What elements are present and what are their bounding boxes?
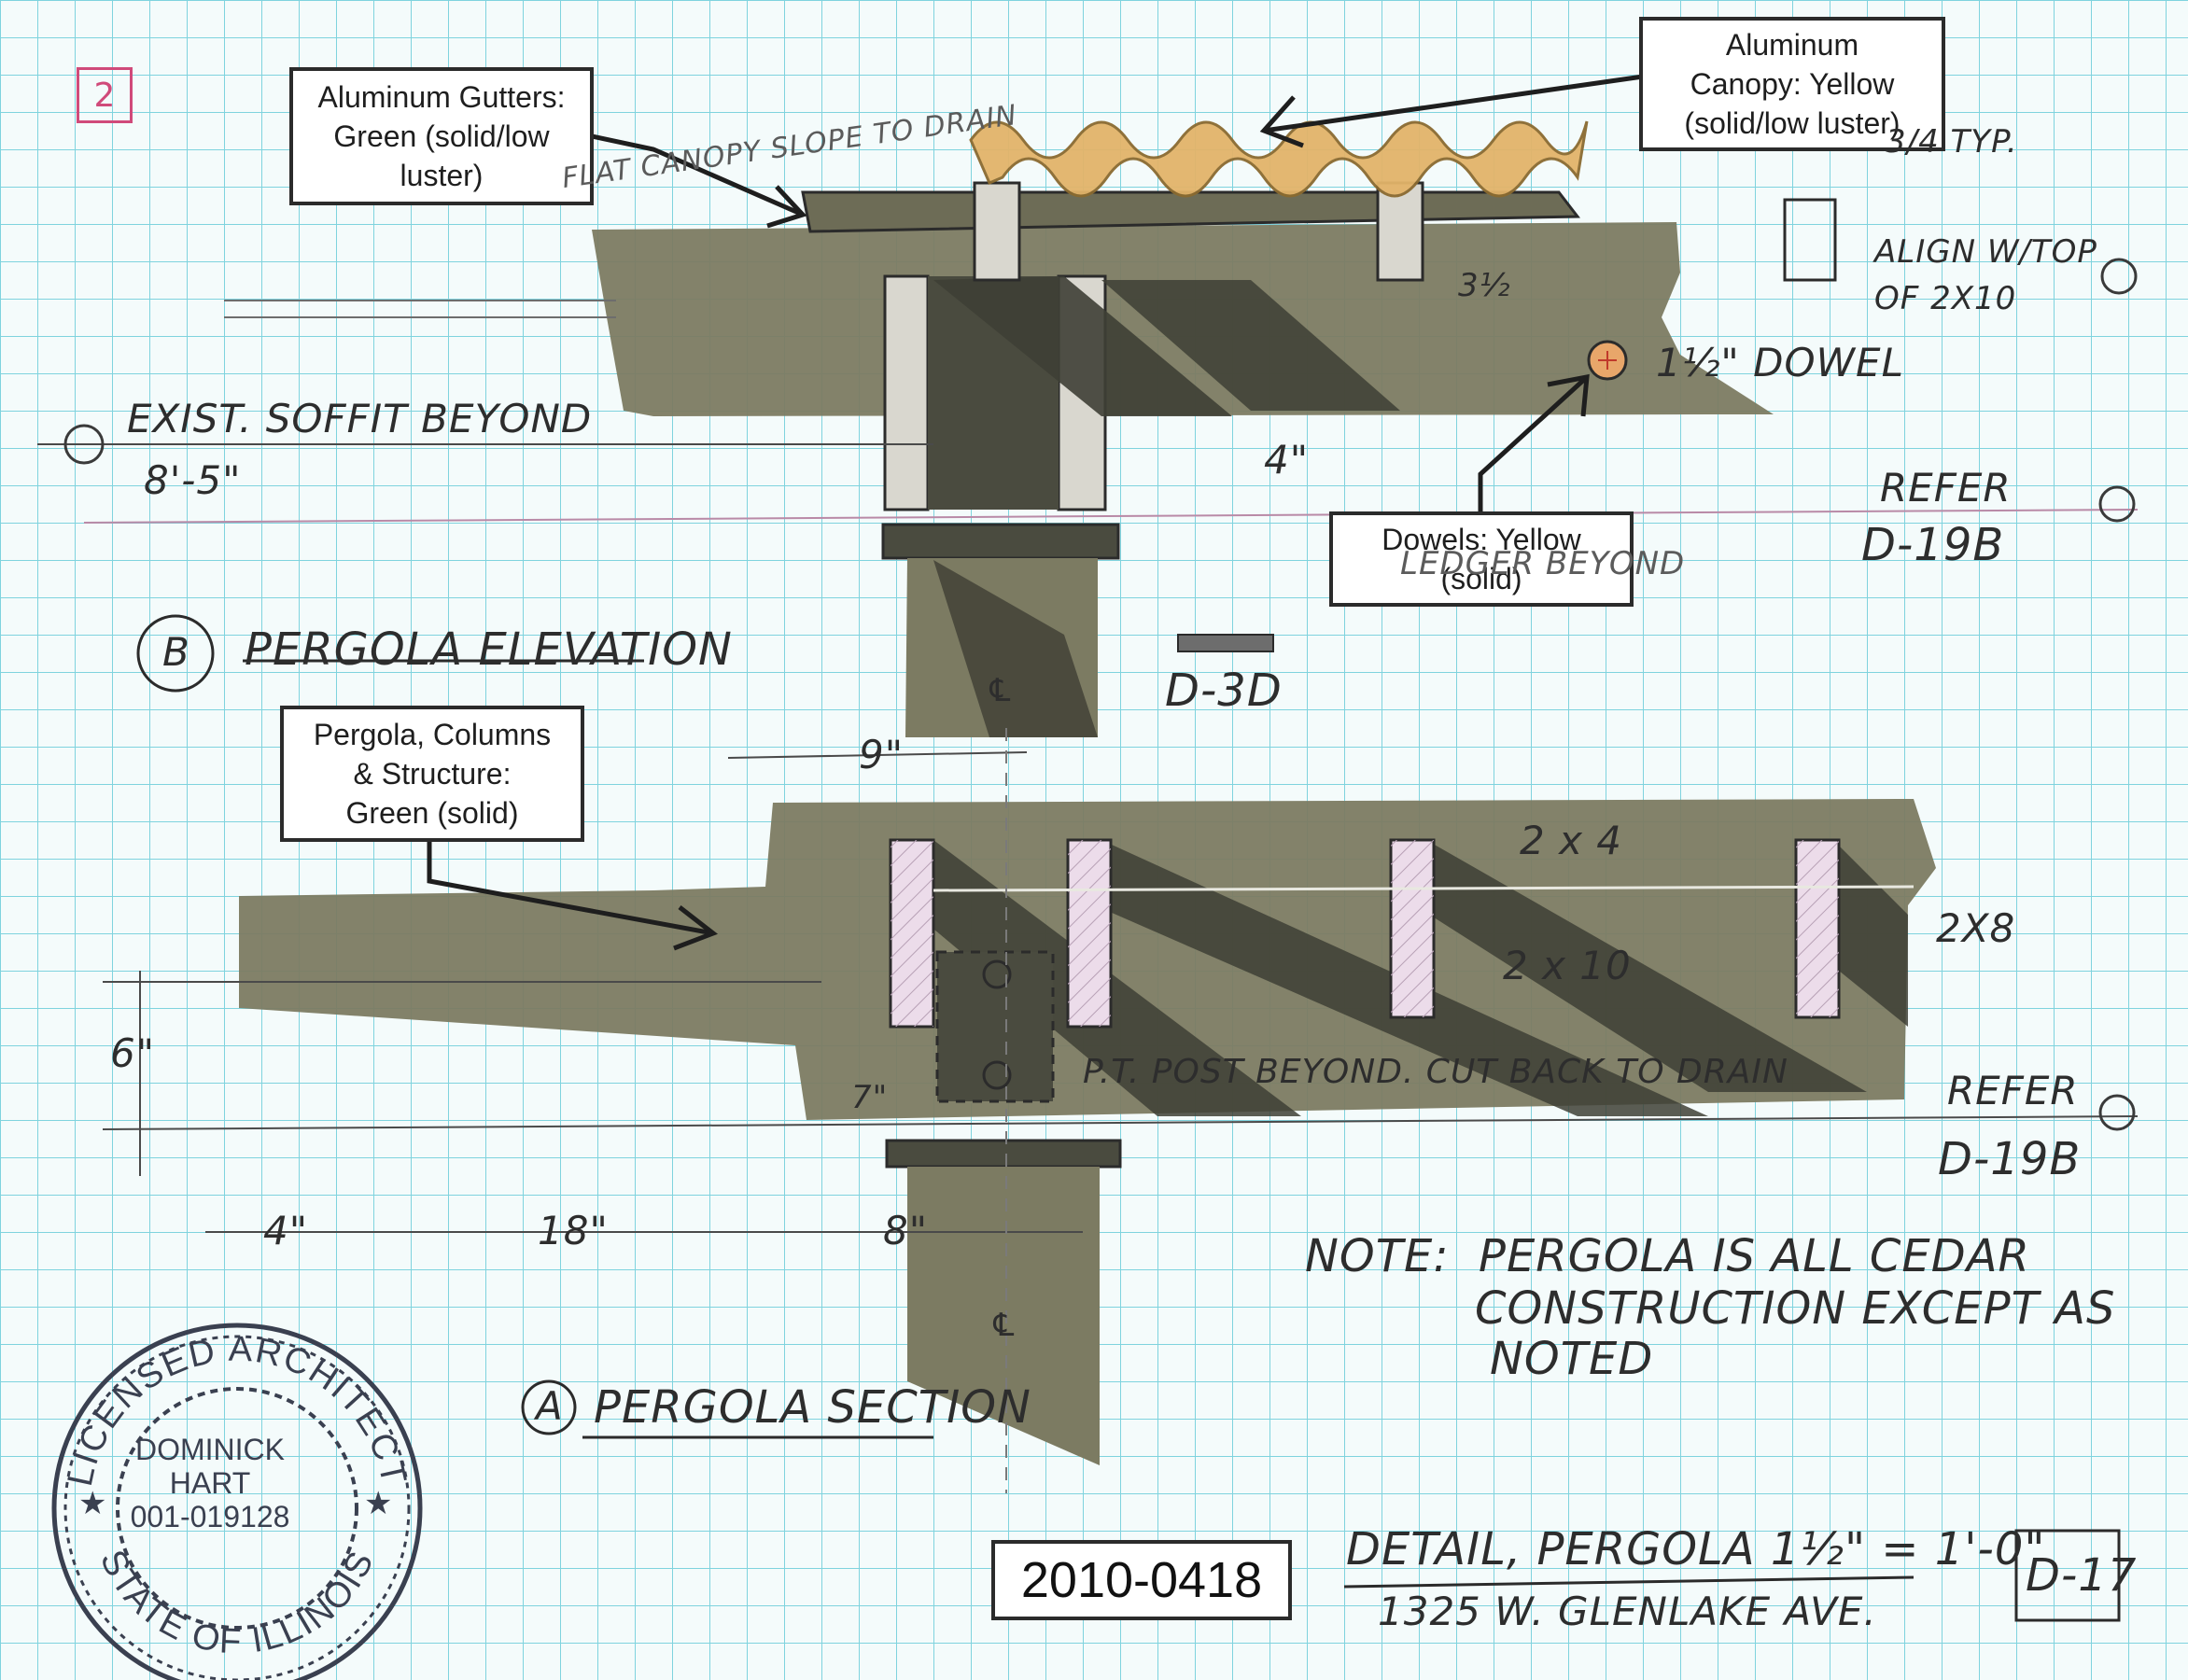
callout-canopy-line-3: (solid/low luster): [1684, 106, 1900, 140]
section-shadow-3: [1400, 840, 1867, 1092]
callout-gutters: Aluminum Gutters: Green (solid/low luste…: [289, 67, 594, 205]
elevation-title: PERGOLA ELEVATION: [245, 623, 733, 676]
note-line-1: PERGOLA IS ALL CEDAR: [1479, 1230, 2030, 1282]
elevation-shadow: [933, 276, 1232, 416]
dowel-leader: [1478, 375, 1589, 511]
elevation-drawing: [37, 120, 2139, 737]
member-2x8: 2X8: [1936, 905, 2016, 951]
callout-gutters-line-2: Green (solid/low: [333, 119, 550, 153]
section-letter: A: [536, 1383, 564, 1429]
star-left-icon: ★: [78, 1485, 106, 1522]
canopy-bracket-left: [973, 181, 1021, 282]
elevation-letter: B: [162, 629, 190, 675]
note-align-2: OF 2X10: [1874, 280, 2017, 317]
refer-top: REFER: [1880, 465, 2012, 511]
post-shadow: [933, 560, 1098, 737]
dim-6: 6": [110, 1030, 156, 1076]
elevation-shadow-2: [1101, 280, 1400, 411]
note-pt-post: P.T. POST BEYOND. CUT BACK TO DRAIN: [1083, 1053, 1788, 1091]
dim-9: 9": [859, 732, 905, 777]
note-dowel: 1½" DOWEL: [1656, 340, 1904, 385]
star-right-icon: ★: [364, 1485, 392, 1522]
callout-dowels-line-2: (solid): [1440, 562, 1522, 595]
callout-canopy: Aluminum Canopy: Yellow (solid/low luste…: [1639, 17, 1945, 151]
dim-height: 8'-5": [144, 457, 242, 503]
ref-d3d: D-3D: [1165, 665, 1283, 717]
dim-8: 8": [883, 1208, 929, 1253]
column-left: [883, 274, 930, 511]
bolt-lower: [982, 1060, 1012, 1090]
pergola-leader: [427, 842, 714, 936]
callout-canopy-line-2: Canopy: Yellow: [1690, 67, 1895, 101]
note-label: NOTE:: [1305, 1230, 1450, 1282]
callout-canopy-line-1: Aluminum: [1725, 28, 1859, 62]
seal-name-line-2: HART: [169, 1466, 251, 1500]
canopy-leader: [1263, 74, 1644, 133]
callout-pergola-line-1: Pergola, Columns: [313, 718, 552, 751]
sheet-mark: 2: [77, 67, 133, 123]
callout-leaders: [427, 74, 1644, 951]
note-line-3: NOTED: [1490, 1333, 1654, 1385]
column-cap: [881, 523, 1120, 560]
centerline-top-icon: ℄: [986, 672, 1016, 709]
ref-d19b-top: D-19B: [1861, 519, 2005, 571]
dim-4in: 4": [263, 1208, 309, 1253]
callout-dowels: Dowels: Yellow (solid): [1329, 511, 1634, 607]
callout-pergola: Pergola, Columns & Structure: Green (sol…: [280, 706, 584, 842]
detail-title: DETAIL, PERGOLA 1½" = 1'-0": [1346, 1523, 2046, 1575]
note-typ: 3/4 TYP.: [1886, 123, 2018, 161]
note-align: ALIGN W/TOP: [1874, 233, 2097, 271]
canopy-bracket-right: [1376, 181, 1424, 282]
seal-name-line-1: DOMINICK: [135, 1433, 285, 1466]
section-post: [907, 1167, 1100, 1465]
section-title: PERGOLA SECTION: [594, 1381, 1031, 1434]
dim-3half: 3½: [1458, 267, 1511, 304]
dim-4: 4": [1264, 437, 1310, 483]
note-line-2: CONSTRUCTION EXCEPT AS: [1475, 1282, 2116, 1335]
note-ledger: LEDGER BEYOND: [1400, 545, 1686, 582]
dim-18: 18": [538, 1208, 609, 1253]
detail-number: D-17: [2026, 1549, 2138, 1602]
callout-gutters-line-3: luster): [400, 159, 484, 192]
seal-license: 001-019128: [130, 1500, 290, 1533]
bolt-upper: [982, 959, 1012, 989]
callout-dowels-line-1: Dowels: Yellow: [1382, 523, 1581, 556]
dim-7: 7": [851, 1079, 889, 1116]
note-soffit: EXIST. SOFFIT BEYOND: [127, 396, 593, 441]
ref-d19b-bottom: D-19B: [1938, 1133, 2082, 1185]
callout-pergola-line-3: Green (solid): [345, 796, 519, 830]
project-number: 2010-0418: [991, 1540, 1292, 1620]
post-beyond: [935, 950, 1055, 1103]
aluminum-canopy: [969, 120, 1589, 198]
member-2x10: 2 x 10: [1503, 943, 1632, 988]
section-cap: [885, 1139, 1122, 1169]
member-2x4: 2 x 4: [1520, 818, 1622, 863]
centerline-bottom-icon: ℄: [989, 1307, 1019, 1344]
detail-address: 1325 W. GLENLAKE AVE.: [1378, 1589, 1877, 1634]
callout-pergola-line-2: & Structure:: [353, 757, 512, 791]
section-drawing: [102, 659, 2139, 1622]
seal-center: DOMINICK HART 001-019128: [107, 1433, 313, 1533]
callout-gutters-line-1: Aluminum Gutters:: [317, 80, 566, 114]
gutter-leader: [591, 133, 805, 217]
refer-bottom: REFER: [1947, 1068, 2079, 1113]
dim-line-refer: [83, 509, 2139, 524]
